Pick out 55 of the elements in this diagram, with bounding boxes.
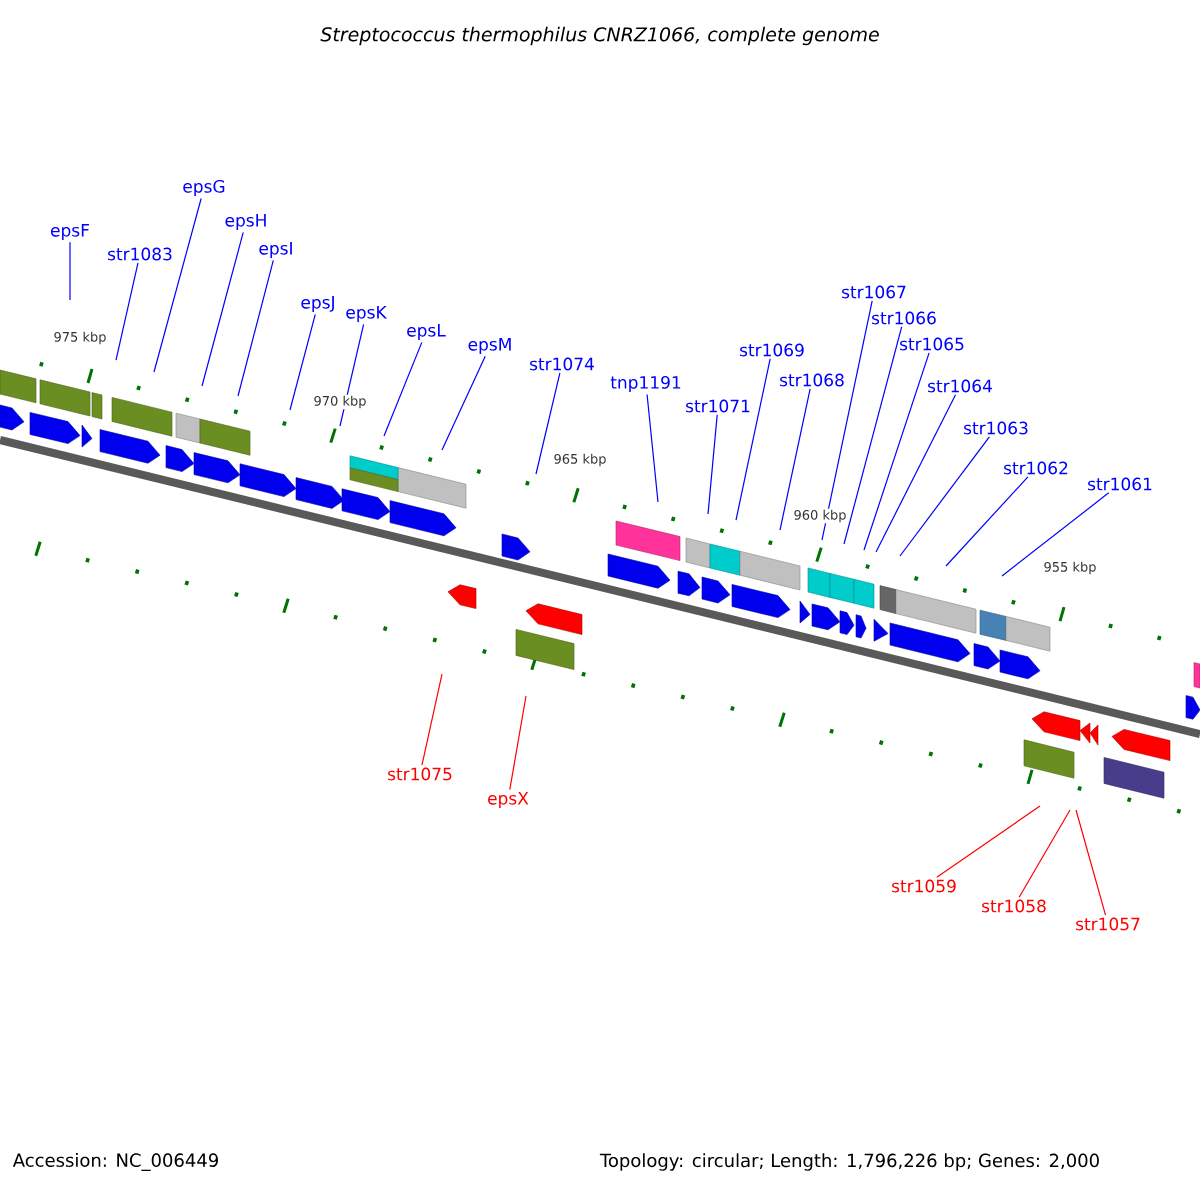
gene-label: str1083 [108,247,172,261]
leader-line [289,313,316,411]
gene-label: epsL [407,324,446,340]
gene-label: str1075 [388,767,452,781]
leader-line [1001,492,1110,577]
leader-line [115,262,139,361]
leader-line [421,673,443,766]
leader-line [509,695,527,791]
leader-line [863,352,930,551]
leader-line [535,372,561,475]
leader-line [339,323,365,427]
leader-line [735,358,771,521]
leader-line [383,341,423,437]
leader-line [69,241,71,301]
gene-label: epsJ [301,296,334,312]
gene-label: epsF [51,224,89,240]
leader-line [646,393,659,503]
gene-label: str1069 [740,343,804,357]
leader-line [153,197,202,373]
gene-label: str1067 [842,285,906,299]
gene-label: str1074 [530,357,594,371]
gene-label: epsX [488,792,529,808]
gene-label: epsI [259,242,292,258]
leader-line [875,394,957,553]
leader-line [1018,809,1071,898]
gene-label: epsH [225,214,266,230]
gene-label: str1064 [928,379,992,393]
gene-label: str1065 [900,337,964,351]
gene-label: epsK [346,306,387,322]
leader-line [821,300,873,541]
gene-label: str1071 [686,399,750,413]
gene-label: str1063 [964,421,1028,435]
gene-label: epsM [468,338,511,354]
gene-label: epsG [183,179,225,197]
gene-label: tnp1191 [610,375,681,393]
leader-line [779,388,811,531]
gene-label: str1057 [1076,917,1140,931]
leader-line [1075,809,1107,916]
gene-label: str1059 [892,879,956,893]
gene-label: str1058 [982,899,1046,913]
leader-line [237,259,274,397]
leader-line [945,476,1029,567]
gene-label: str1062 [1004,461,1068,475]
leader-line [707,414,718,515]
leader-line [899,436,990,557]
gene-label: str1066 [872,311,936,325]
genome-info-text: Topology: circular; Length: 1,796,226 bp; Genes: 2,000 [599,1153,1099,1171]
title: Streptococcus thermophilus CNRZ1066, complete genome [320,26,879,46]
leader-line [843,326,903,545]
accession-text: Accession: NC_006449 [12,1153,218,1171]
gene-label: str1061 [1088,477,1152,491]
gene-label: str1068 [780,373,844,387]
leader-line [201,231,244,387]
leader-line [441,355,486,451]
leader-line [936,805,1041,878]
